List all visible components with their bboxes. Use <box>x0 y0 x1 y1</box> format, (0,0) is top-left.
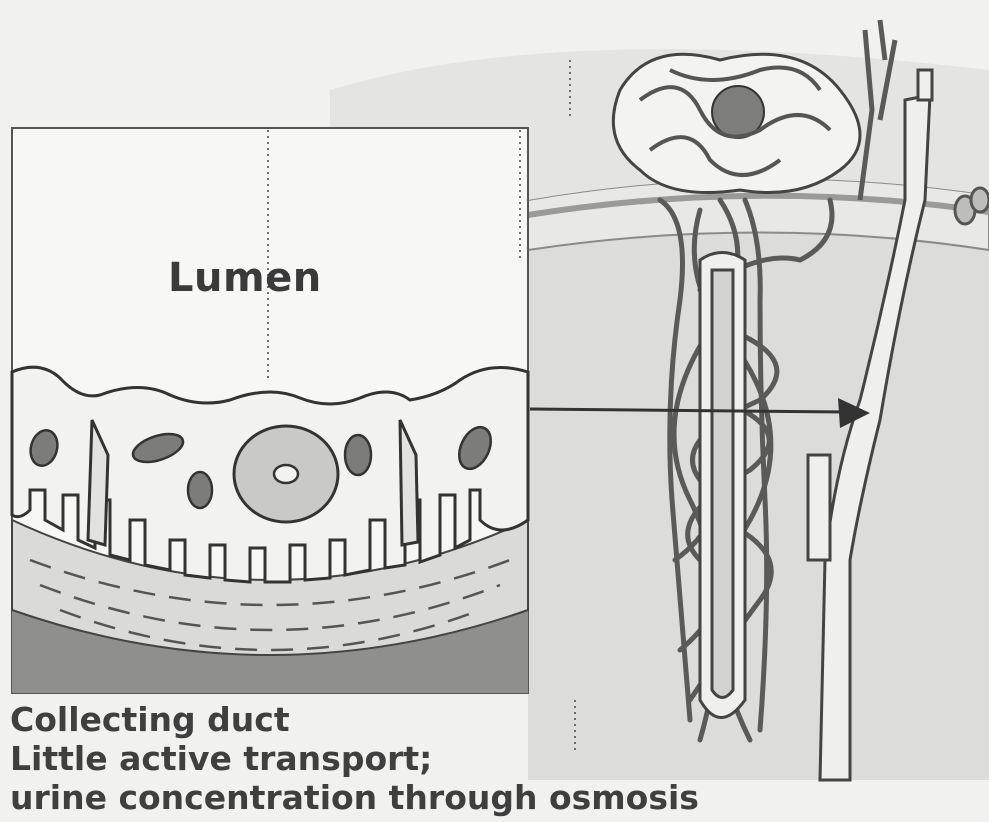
caption: Collecting duct Little active transport;… <box>10 700 699 817</box>
central-nucleus <box>234 426 338 522</box>
lumen-label: Lumen <box>168 258 322 298</box>
caption-line2: urine concentration through osmosis <box>10 778 699 817</box>
loop-of-henle <box>700 253 745 718</box>
glomerulus <box>613 54 860 192</box>
caption-title: Collecting duct <box>10 700 699 739</box>
caption-line1: Little active transport; <box>10 739 699 778</box>
